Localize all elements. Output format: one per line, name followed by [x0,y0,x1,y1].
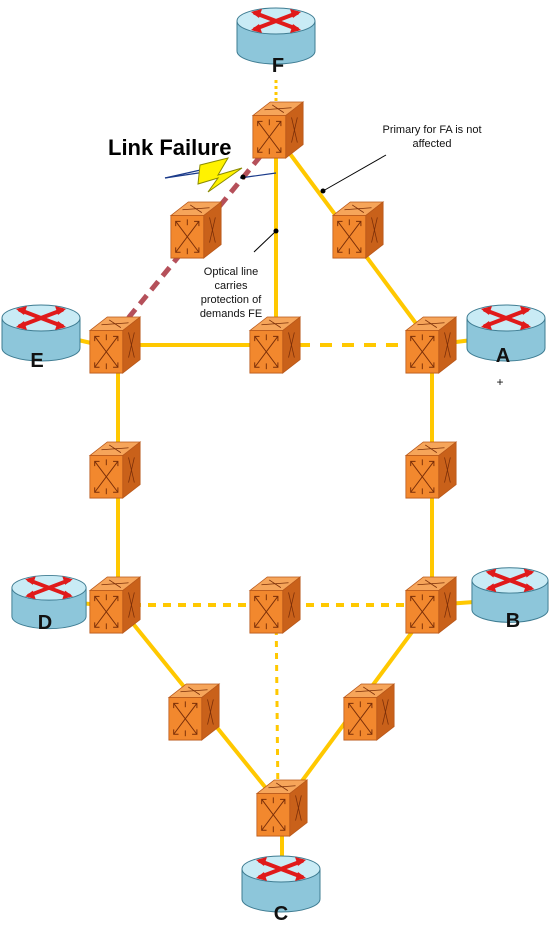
plus-mark: + [496,375,503,389]
router-label-f: F [272,55,284,77]
link-failure-label: Link Failure [108,135,231,160]
optical-node-f [252,101,304,159]
optical-node-repeater-left [170,201,222,259]
optical-node-mid-center [249,576,301,634]
link-mid-center-to-node-c [274,604,280,801]
optical-node-right-mid [405,441,457,499]
optical-node-left-mid [89,441,141,499]
optical-node-b [405,576,457,634]
optical-note-line-1: Optical line [204,266,258,278]
optical-note-callout [253,228,279,253]
primary-note-line-1: Primary for FA is not [382,124,481,136]
primary-note-callout [320,154,387,194]
router-label-b: B [506,610,520,632]
lightning-bolt-icon [164,157,277,193]
router-label-e: E [30,350,43,372]
router-label-a: A [496,345,510,367]
router-label-d: D [38,612,52,634]
router-label-c: C [274,903,288,925]
optical-note-line-3: protection of [201,294,262,306]
optical-node-top-center [249,316,301,374]
optical-node-lower-left [168,683,220,741]
optical-note-line-4: demands FE [200,308,262,320]
optical-node-e [89,316,141,374]
optical-node-a [405,316,457,374]
optical-node-c [256,779,308,837]
optical-node-d [89,576,141,634]
primary-note-line-2: affected [413,138,452,150]
optical-node-repeater-right [332,201,384,259]
optical-nodes [89,101,457,837]
optical-note-line-2: carries [214,280,248,292]
optical-node-lower-right [343,683,395,741]
